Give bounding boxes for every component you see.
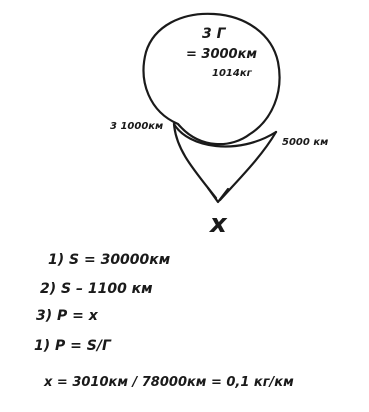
solution-line-5: x = 3010км / 78000км = 0,1 кг/км (43, 375, 294, 390)
solution-line-2: 2) S – 1100 км (40, 281, 153, 297)
solution-line-1: 1) S = 30000км (48, 252, 170, 268)
loop-label-2: = 3000км (186, 47, 257, 62)
arrow-head-icon (206, 186, 230, 204)
loop-curve (142, 12, 281, 146)
solution-line-3: 3) P = x (36, 308, 99, 324)
loop-label-3: 1014кг (212, 68, 253, 79)
left-distance-label: 3 1000км (110, 121, 163, 132)
left-branch-line (172, 122, 218, 200)
lower-arc (172, 122, 278, 148)
right-branch-line (218, 130, 278, 202)
target-label: x (208, 209, 228, 239)
solution-line-4: 1) P = S/Г (34, 338, 112, 354)
loop-label-1: 3 Г (202, 26, 227, 42)
right-distance-label: 5000 км (282, 137, 328, 148)
